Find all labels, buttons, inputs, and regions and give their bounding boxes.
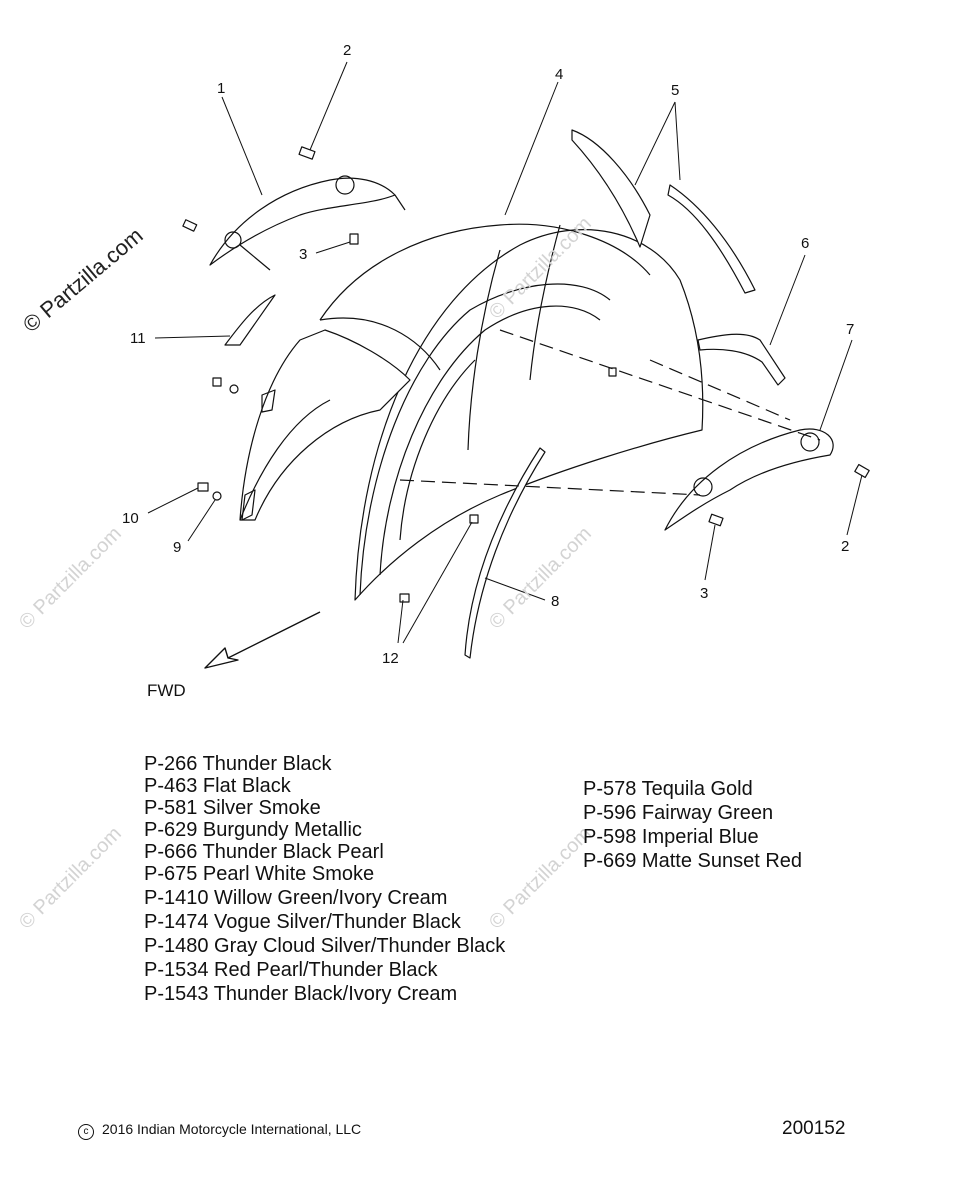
edge-strip-8 <box>464 447 546 659</box>
callout-11: 11 <box>130 330 146 347</box>
paint-codes-left: P-266 Thunder Black P-463 Flat Black P-5… <box>144 752 505 1006</box>
callout-3: 3 <box>700 585 709 602</box>
trim-piece-11 <box>224 294 276 346</box>
paint-code: P-463 Flat Black <box>144 775 291 797</box>
paint-code: P-596 Fairway Green <box>583 802 774 824</box>
paint-code: P-1543 Thunder Black/Ivory Cream <box>144 983 458 1005</box>
paint-code: P-669 Matte Sunset Red <box>583 850 803 872</box>
callout-10: 10 <box>122 510 139 527</box>
callout-7: 7 <box>846 321 855 338</box>
paint-code: P-1474 Vogue Silver/Thunder Black <box>144 911 461 933</box>
callout-12: 12 <box>382 650 399 667</box>
trim-strip-5a <box>571 129 651 248</box>
paint-code: P-598 Imperial Blue <box>583 826 759 848</box>
paint-code: P-666 Thunder Black Pearl <box>144 841 384 863</box>
callout-6: 6 <box>801 235 810 252</box>
alignment-lines <box>399 329 821 496</box>
paint-code: P-578 Tequila Gold <box>583 778 753 800</box>
callout-2: 2 <box>841 538 850 555</box>
forward-arrow <box>204 611 321 669</box>
callout-3: 3 <box>299 246 308 263</box>
paint-code: P-1534 Red Pearl/Thunder Black <box>144 959 438 981</box>
paint-code: P-1480 Gray Cloud Silver/Thunder Black <box>144 935 506 957</box>
copyright-text: 2016 Indian Motorcycle International, LL… <box>102 1121 362 1137</box>
copyright: c 2016 Indian Motorcycle International, L… <box>78 1121 361 1140</box>
leader-lines <box>147 61 863 644</box>
fender-front-section <box>239 329 411 521</box>
paint-code: P-1410 Willow Green/Ivory Cream <box>144 887 448 909</box>
paint-codes-right: P-578 Tequila Gold P-596 Fairway Green P… <box>583 777 802 873</box>
hardware <box>182 146 870 603</box>
direction-label: FWD <box>147 681 186 700</box>
callout-4: 4 <box>555 66 564 83</box>
diagram-number: 200152 <box>782 1118 846 1139</box>
callout-8: 8 <box>551 593 560 610</box>
paint-code: P-581 Silver Smoke <box>144 797 321 819</box>
callout-9: 9 <box>173 539 182 556</box>
rail-cover-left <box>209 175 406 271</box>
paint-code: P-629 Burgundy Metallic <box>144 819 362 841</box>
copyright-icon: c <box>78 1124 94 1140</box>
rail-cover-right <box>664 428 834 531</box>
callout-2: 2 <box>343 42 352 59</box>
paint-code: P-675 Pearl White Smoke <box>144 863 375 885</box>
bracket-6 <box>697 333 786 386</box>
rear-fender <box>319 223 704 601</box>
trim-strip-5b <box>667 184 756 294</box>
callout-5: 5 <box>671 82 680 99</box>
callout-1: 1 <box>217 80 226 97</box>
paint-code: P-266 Thunder Black <box>144 753 332 775</box>
